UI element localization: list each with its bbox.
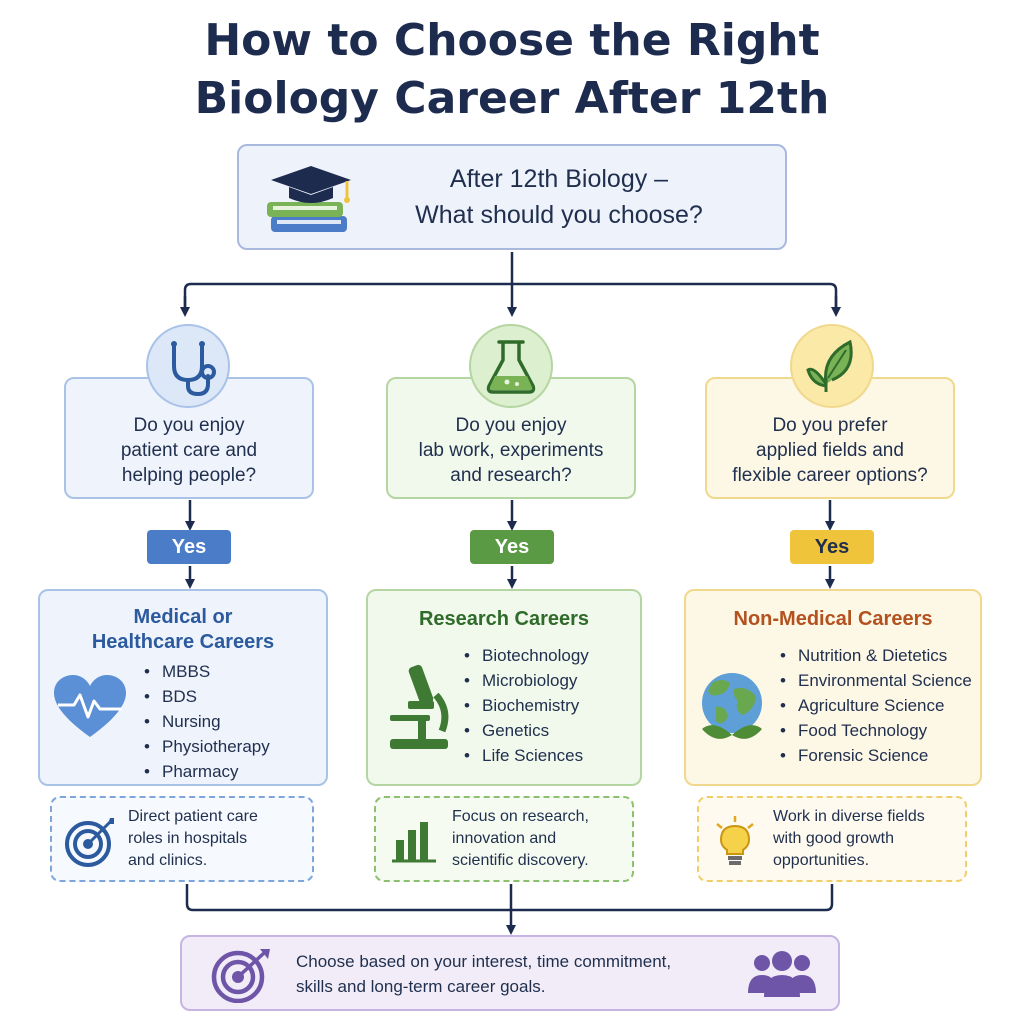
- note-research-line-3: scientific discovery.: [452, 852, 589, 869]
- page-title-line-1: How to Choose the Right: [204, 15, 820, 66]
- list-item: Biochemistry: [464, 693, 589, 718]
- card-title-medical-line-2: Healthcare Careers: [91, 631, 275, 653]
- question-research-line-1: Do you enjoy: [455, 414, 567, 436]
- note-non-medical-line-3: opportunities.: [773, 852, 870, 869]
- stethoscope-icon: [146, 324, 230, 408]
- target-icon: [65, 818, 114, 867]
- top-box-line-2: What should you choose?: [415, 201, 703, 229]
- note-box-research: Focus on research, innovation and scient…: [374, 796, 634, 882]
- question-medical-line-3: helping people?: [121, 464, 257, 486]
- microscope-icon: [390, 664, 449, 749]
- lightbulb-icon: [716, 816, 754, 865]
- list-item: Forensic Science: [780, 743, 972, 768]
- note-non-medical-line-2: with good growth: [773, 830, 894, 847]
- leaf-icon: [790, 324, 874, 408]
- question-non-medical-line-2: applied fields and: [756, 439, 904, 461]
- question-research-line-3: and research?: [450, 464, 572, 486]
- yes-badge-medical: Yes: [147, 530, 231, 564]
- list-item: Nutrition & Dietetics: [780, 643, 972, 668]
- career-card-research: Research Careers Biotechnology Microbiol…: [366, 589, 642, 786]
- question-non-medical-line-1: Do you prefer: [772, 414, 888, 436]
- note-box-non-medical: Work in diverse fields with good growth …: [697, 796, 967, 882]
- list-item: Life Sciences: [464, 743, 589, 768]
- yes-badge-non-medical: Yes: [790, 530, 874, 564]
- note-non-medical-line-1: Work in diverse fields: [773, 808, 925, 825]
- list-item: MBBS: [144, 659, 270, 684]
- career-list-non-medical: Nutrition & Dietetics Environmental Scie…: [780, 643, 972, 768]
- note-medical-line-3: and clinics.: [128, 852, 208, 869]
- list-item: Microbiology: [464, 668, 589, 693]
- question-non-medical-line-3: flexible career options?: [732, 464, 928, 486]
- list-item: BDS: [144, 684, 270, 709]
- career-list-research: Biotechnology Microbiology Biochemistry …: [464, 643, 589, 768]
- list-item: Food Technology: [780, 718, 972, 743]
- bar-chart-icon: [392, 822, 436, 863]
- target-arrow-icon: [211, 949, 270, 1003]
- page-title-line-2: Biology Career After 12th: [194, 73, 830, 124]
- globe-icon: [702, 673, 762, 739]
- card-title-non-medical: Non-Medical Careers: [733, 608, 933, 630]
- career-card-medical: Medical or Healthcare Careers MBBS BDS N…: [38, 589, 328, 786]
- top-question-box: After 12th Biology – What should you cho…: [237, 144, 787, 250]
- bottom-summary-line-2: skills and long-term career goals.: [296, 977, 546, 996]
- question-medical-line-1: Do you enjoy: [133, 414, 245, 436]
- career-card-non-medical: Non-Medical Careers Nutrition & Dietetic…: [684, 589, 982, 786]
- flask-icon: [469, 324, 553, 408]
- note-research-line-2: innovation and: [452, 830, 557, 847]
- top-box-line-1: After 12th Biology –: [449, 165, 669, 193]
- question-medical-line-2: patient care and: [120, 439, 258, 461]
- bottom-summary-box: Choose based on your interest, time comm…: [180, 935, 840, 1011]
- note-box-medical: Direct patient care roles in hospitals a…: [50, 796, 314, 882]
- card-title-research: Research Careers: [418, 608, 590, 630]
- list-item: Biotechnology: [464, 643, 589, 668]
- people-group-icon: [748, 951, 816, 997]
- list-item: Genetics: [464, 718, 589, 743]
- yes-badge-research: Yes: [470, 530, 554, 564]
- bottom-summary-line-1: Choose based on your interest, time comm…: [296, 952, 672, 971]
- note-medical-line-1: Direct patient care: [128, 808, 258, 825]
- note-research-line-1: Focus on research,: [452, 808, 589, 825]
- heart-pulse-icon: [54, 675, 126, 737]
- list-item: Physiotherapy: [144, 734, 270, 759]
- note-medical-line-2: roles in hospitals: [128, 830, 248, 847]
- card-title-medical-line-1: Medical or: [133, 606, 233, 628]
- question-research-line-2: lab work, experiments: [418, 439, 604, 461]
- career-list-medical: MBBS BDS Nursing Physiotherapy Pharmacy: [144, 659, 270, 784]
- question-box-medical: Do you enjoy patient care and helping pe…: [64, 377, 314, 499]
- graduation-cap-books-icon: [267, 166, 351, 232]
- list-item: Pharmacy: [144, 759, 270, 784]
- list-item: Environmental Science: [780, 668, 972, 693]
- list-item: Agriculture Science: [780, 693, 972, 718]
- list-item: Nursing: [144, 709, 270, 734]
